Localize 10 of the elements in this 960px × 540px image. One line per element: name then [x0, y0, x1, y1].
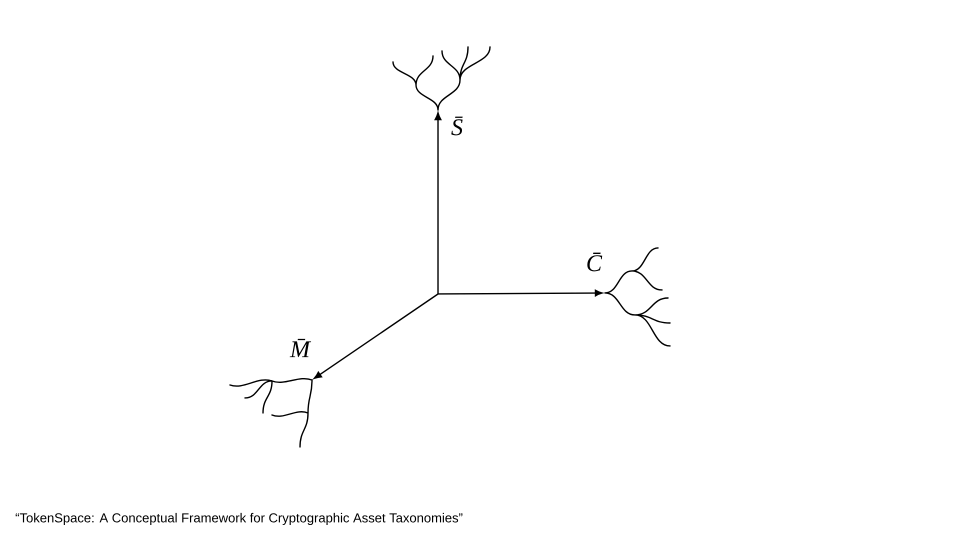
arrow: [314, 293, 438, 379]
caption: “TokenSpace: A Conceptual Framework for Cryptographic Asset Taxonomies”: [16, 512, 462, 526]
axis-label: S̄: [451, 116, 463, 136]
branching-tree: [392, 46, 491, 111]
axis-label: M̄: [290, 338, 312, 358]
arrow: [438, 290, 603, 296]
branching-tree: [229, 378, 313, 448]
axis-label: C̄: [587, 252, 602, 272]
branching-tree: [604, 247, 671, 347]
arrow: [434, 112, 442, 294]
